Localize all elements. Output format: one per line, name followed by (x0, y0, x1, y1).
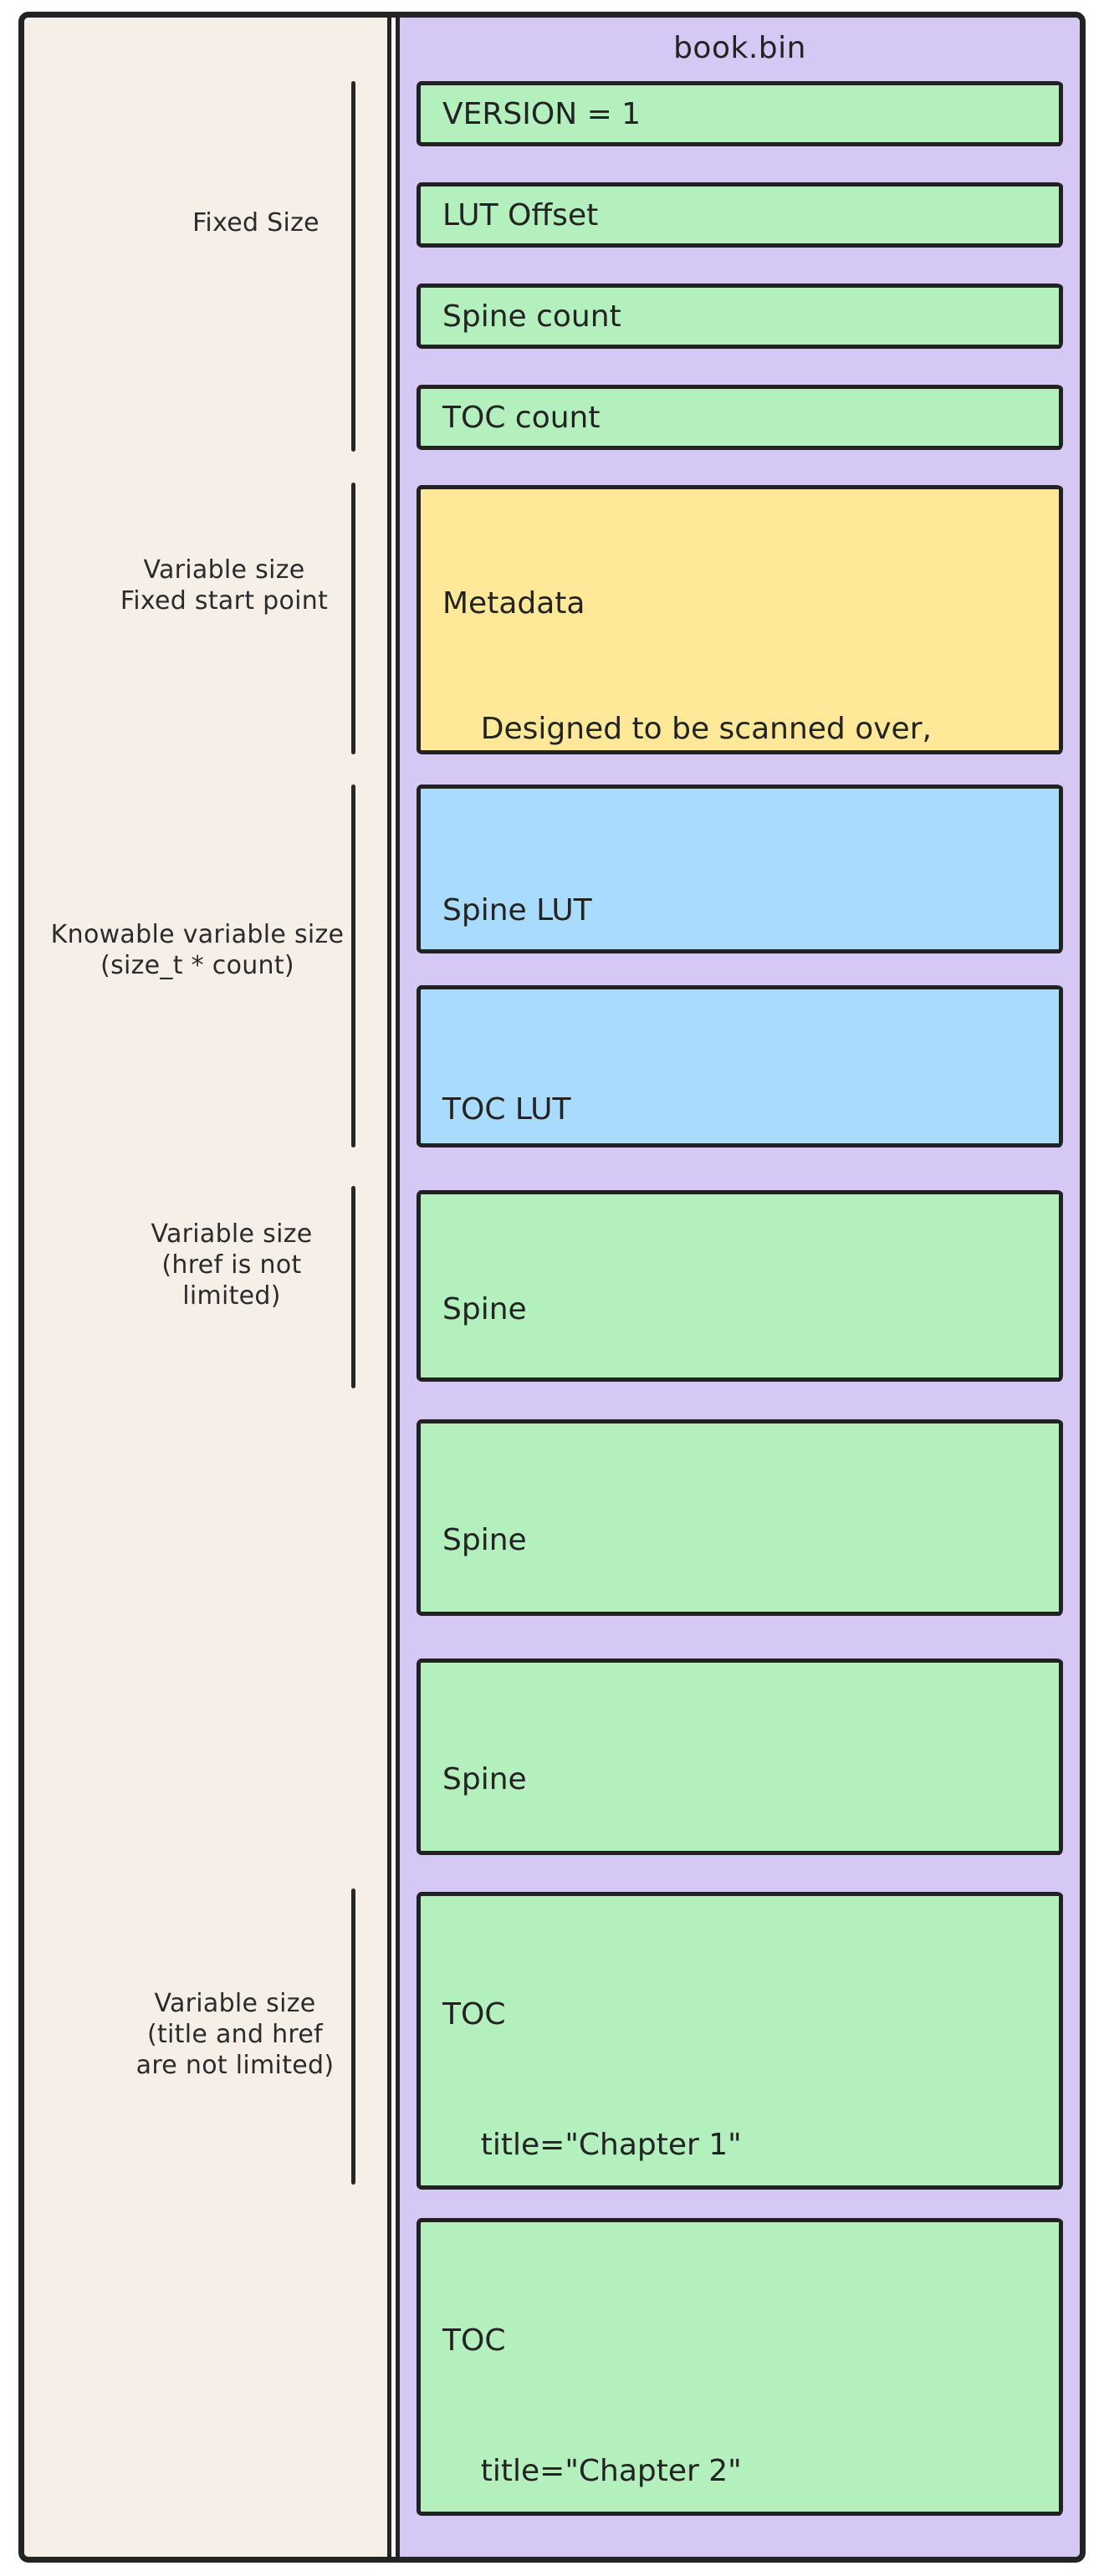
block-spine-entry-3: Spine href="text/part2.html" cumSize=123… (417, 1659, 1063, 1855)
block-toc-entry-2: TOC title="Chapter 2" href="text/part2.h… (417, 2218, 1063, 2516)
block-toc-lut: TOC LUT size_t item per TOC item pointin… (417, 985, 1063, 1147)
block-metadata: Metadata Designed to be scanned over, or… (417, 485, 1063, 754)
block-text-line: TOC (442, 2323, 506, 2358)
annotation-variable-size-href: Variable size (href is not limited) (77, 1219, 386, 1311)
bracket-metadata-section (351, 483, 355, 754)
annotation-line: Fixed start point (120, 586, 329, 616)
file-title: book.bin (673, 31, 806, 65)
field-toc-count: TOC count (417, 385, 1063, 450)
diagram-frame: Fixed Size Variable size Fixed start poi… (18, 12, 1086, 2563)
block-text-line: Spine (442, 1292, 527, 1326)
block-text-line: TOC LUT (442, 1092, 571, 1127)
annotation-line: Variable size (151, 1219, 313, 1249)
annotation-variable-size-fixed-start: Variable size Fixed start point (69, 555, 379, 616)
annotation-line: (title and href (146, 2020, 324, 2049)
annotation-line: Variable size (143, 555, 305, 585)
field-text: LUT Offset (442, 197, 599, 233)
field-text: TOC count (442, 400, 601, 435)
annotation-line: (href is not (161, 1250, 302, 1280)
annotation-line: Knowable variable size (50, 920, 345, 949)
block-text-line: TOC (442, 1997, 506, 2032)
block-spine-entry-1: Spine href="text/part1.html" cumSize=123… (417, 1190, 1063, 1382)
block-toc-entry-1: TOC title="Chapter 1" href="text/part1.h… (417, 1892, 1063, 2190)
field-text: Spine count (442, 299, 621, 334)
block-spine-entry-2: Spine href="text/part1_01.html" cumSize=… (417, 1419, 1063, 1616)
annotation-panel: Fixed Size Variable size Fixed start poi… (24, 18, 387, 2557)
annotation-line: Variable size (154, 1989, 316, 2018)
block-text-line: title="Chapter 1" (442, 2128, 742, 2162)
bracket-toc-section (351, 1889, 355, 2185)
bracket-fixed-size (351, 81, 355, 452)
annotation-line: (size_t * count) (100, 951, 294, 980)
block-spine-lut: Spine LUT size_t item per spine item poi… (417, 785, 1063, 953)
bracket-spine-section (351, 1186, 355, 1388)
annotation-knowable-variable-size: Knowable variable size (size_t * count) (43, 919, 352, 981)
block-text-line: Spine (442, 1762, 527, 1797)
annotation-line: are not limited) (135, 2051, 335, 2080)
book-bin-container: book.bin VERSION = 1 LUT Offset Spine co… (400, 18, 1080, 2557)
block-text-line: Spine (442, 1523, 527, 1557)
field-version: VERSION = 1 (417, 81, 1063, 146)
annotation-line: limited) (182, 1281, 281, 1311)
field-lut-offset: LUT Offset (417, 182, 1063, 248)
field-text: VERSION = 1 (442, 96, 641, 131)
panel-divider (387, 18, 400, 2557)
bracket-lut-section (351, 785, 355, 1147)
annotation-fixed-size: Fixed Size (101, 207, 411, 238)
block-text-line: Metadata (442, 586, 585, 621)
field-spine-count: Spine count (417, 284, 1063, 349)
block-text-line: title="Chapter 2" (442, 2454, 742, 2488)
annotation-variable-size-title-href: Variable size (title and href are not li… (80, 1988, 390, 2081)
block-text-line: Spine LUT (442, 893, 592, 928)
annotation-line: Fixed Size (192, 208, 319, 238)
block-text-line: Designed to be scanned over, (442, 712, 932, 746)
